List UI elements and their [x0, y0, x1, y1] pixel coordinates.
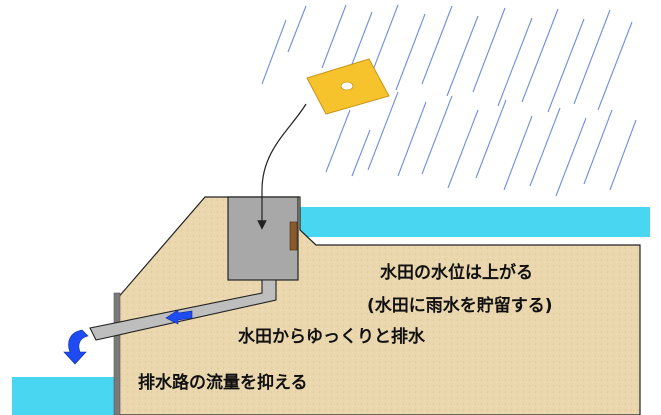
paddy-water — [300, 207, 650, 237]
water-level-label: 水田の水位は上がる — [380, 263, 533, 283]
weir-plate — [289, 221, 298, 251]
drain-pipe — [89, 279, 277, 341]
outflow-arrow-icon — [63, 329, 89, 365]
drop-arrow-icon — [257, 103, 307, 230]
store-rain-label: (水田に雨水を貯留する) — [367, 296, 553, 316]
flow-arrow-icon — [165, 309, 193, 325]
control-box — [227, 196, 299, 281]
rain-streaks — [261, 4, 637, 197]
drain-slowly-label: 水田からゆっくりと排水 — [238, 327, 425, 347]
suppress-flow-label: 排水路の流量を抑える — [138, 373, 308, 393]
drainage-canal-water — [12, 377, 116, 415]
canal-wall — [113, 292, 121, 415]
